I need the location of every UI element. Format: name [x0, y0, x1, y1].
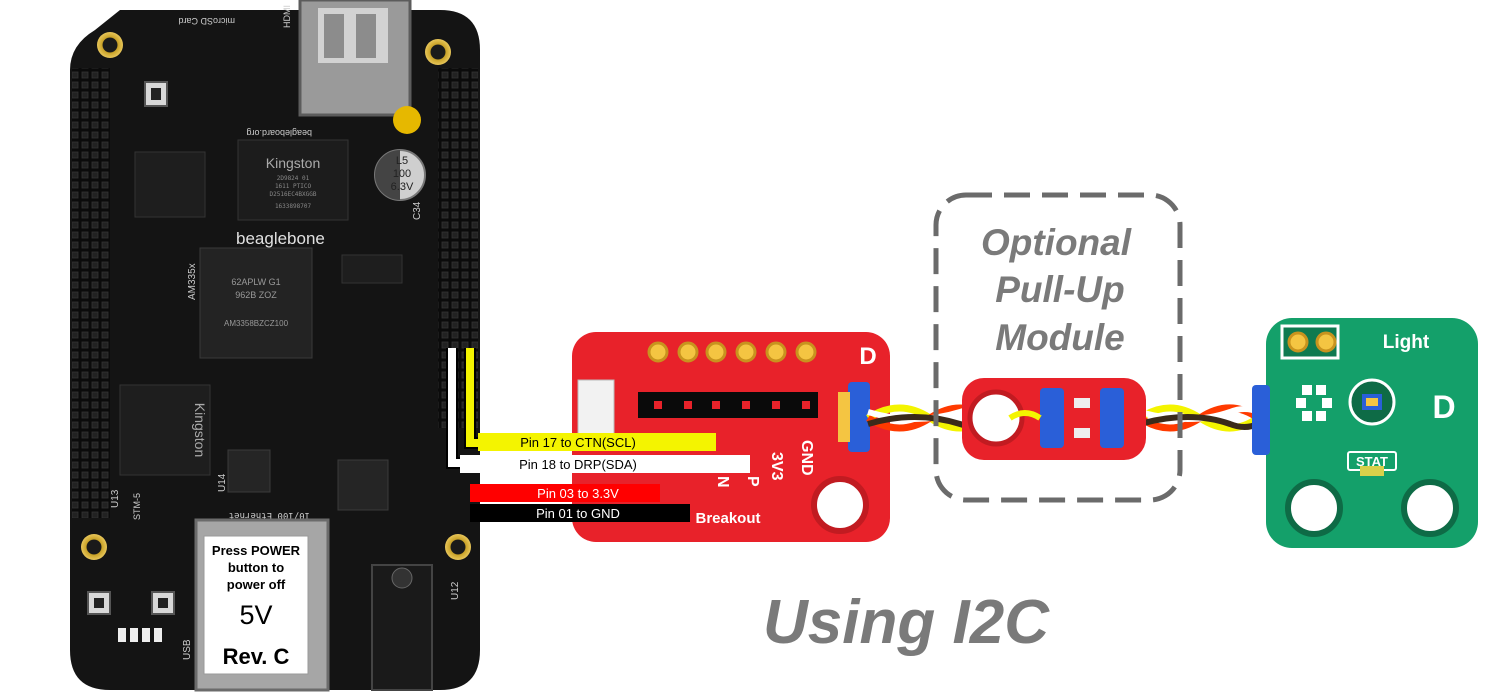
breakout-pin-label-3v3: 3V3 — [768, 452, 785, 481]
user-leds — [118, 628, 162, 642]
processor-line-4: AM3358BZCZ100 — [224, 319, 289, 328]
processor-line-3: 962B ZOZ — [235, 290, 277, 300]
ethernet-phy-chip — [227, 449, 271, 493]
breakout-mount-hole — [811, 476, 869, 534]
sticker-line-1: Press POWER — [212, 543, 301, 558]
pullup-title-line-3: Module — [995, 317, 1124, 358]
breakout-pin-label-p: P — [744, 476, 761, 487]
stat-led-icon — [1360, 466, 1384, 476]
pullup-mount-hole — [967, 389, 1025, 447]
usb-hub-chip — [337, 459, 389, 511]
processor-label: AM335x — [187, 263, 198, 300]
pullup-dashed-border — [933, 192, 1183, 503]
mounting-hole — [81, 534, 107, 560]
breakout-blue-connector — [848, 382, 870, 452]
kingston-top-line-5: 1633898707 — [275, 203, 312, 210]
mounting-hole — [445, 534, 471, 560]
processor-chip: 62APLW G1 962B ZOZ AM3358BZCZ100 — [199, 247, 313, 359]
silk-stm5: STM-5 — [132, 493, 142, 520]
cap-line-1: L5 — [396, 155, 408, 167]
breakout-label: Breakout — [695, 510, 760, 527]
twisted-cable-right — [1138, 404, 1261, 432]
light-stat-label: STAT — [1356, 454, 1388, 469]
beagleboard-url: beagleboard.org — [246, 128, 312, 138]
light-connector — [1252, 385, 1270, 455]
breakout-logo-icon: D — [859, 343, 876, 370]
light-brand-icon — [1296, 385, 1332, 421]
sticker-line-2: button to — [228, 560, 284, 575]
wire-labels: Pin 17 to CTN(SCL) Pin 18 to DRP(SDA) Pi… — [460, 433, 750, 522]
wire-label-sda: Pin 18 to DRP(SDA) — [519, 457, 637, 472]
light-mount-hole-left — [1285, 479, 1343, 537]
kingston-top-line-1: Kingston — [266, 155, 320, 171]
wire-label-3v3: Pin 03 to 3.3V — [537, 486, 619, 501]
sticker-voltage: 5V — [239, 600, 272, 630]
pmic-chip — [134, 151, 206, 218]
emmc-chip-kingston: Kingston 2D9824 01 1611 PTICO D2516EC4BX… — [237, 139, 349, 221]
silk-hdmi: HDMI — [282, 5, 292, 28]
breakout-pin-label-gnd: GND — [798, 440, 815, 476]
breakout-pin-label-n: N — [714, 476, 731, 488]
diagram-caption: Using I2C — [763, 588, 1050, 657]
mounting-hole — [97, 32, 123, 58]
light-logo-icon: D — [1432, 389, 1455, 425]
light-mount-hole-right — [1401, 479, 1459, 537]
pullup-title-line-2: Pull-Up — [995, 269, 1124, 310]
silk-u14: U14 — [217, 473, 228, 492]
breakout-pin-pads — [647, 341, 817, 363]
silk-u13: U13 — [110, 489, 121, 508]
ddr-chip-kingston — [119, 384, 211, 476]
beaglebone-board: L5 100 6.3V Kingston 2D9824 01 1611 PTIC… — [70, 0, 480, 692]
kingston-top-line-2: 2D9824 01 — [277, 175, 310, 182]
wire-label-gnd: Pin 01 to GND — [536, 506, 620, 521]
kingston-left-label: Kingston — [192, 403, 208, 457]
silk-c34: C34 — [412, 201, 423, 220]
header-p9-strip — [72, 68, 110, 518]
light-sensor-board: Light D STAT — [1252, 318, 1478, 548]
pullup-title-line-1: Optional — [981, 222, 1132, 263]
kingston-top-line-4: D2516EC4BXGGB — [270, 191, 317, 198]
beaglebone-logo-text: beaglebone — [236, 229, 325, 248]
breakout-jst-connector — [577, 379, 615, 441]
sticker-line-3: power off — [227, 577, 286, 592]
electrolytic-capacitor: L5 100 6.3V — [374, 149, 426, 201]
cap-line-2: 100 — [393, 168, 411, 180]
ic-chip — [341, 254, 403, 284]
kingston-top-line-3: 1611 PTICO — [275, 183, 312, 190]
pullup-connector-right — [1100, 388, 1124, 448]
cap-line-3: 6.3V — [391, 181, 414, 193]
power-sticker: Press POWER button to power off 5V Rev. … — [203, 535, 309, 675]
pullup-connector-left — [1040, 388, 1064, 448]
yellow-capacitor — [393, 106, 421, 134]
silk-microsd: microSD Card — [178, 16, 235, 26]
mounting-hole — [425, 39, 451, 65]
silk-ethernet: 10/100 Ethernet — [229, 510, 310, 520]
pullup-module: Optional Pull-Up Module — [933, 192, 1183, 503]
light-label: Light — [1383, 332, 1430, 353]
processor-line-2: 62APLW G1 — [231, 277, 280, 287]
sticker-revision: Rev. C — [223, 644, 290, 669]
silk-p1: U12 — [450, 581, 461, 600]
silk-usb: USB — [182, 639, 193, 660]
wire-label-scl: Pin 17 to CTN(SCL) — [520, 435, 636, 450]
breakout-header — [638, 392, 818, 418]
